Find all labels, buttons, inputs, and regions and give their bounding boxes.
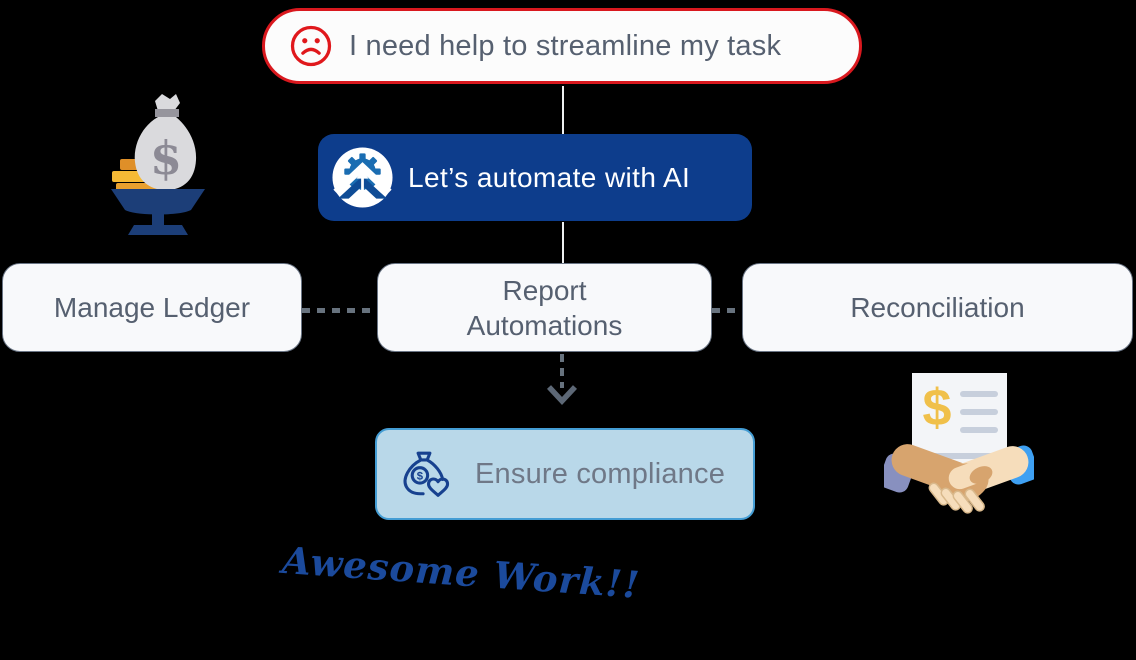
node-report-automations: Report Automations xyxy=(377,263,712,352)
user-request-bubble: I need help to streamline my task xyxy=(262,8,862,84)
compliance-label: Ensure compliance xyxy=(475,457,726,490)
node-report-automations-label: Report Automations xyxy=(466,274,623,341)
connector-button-to-report xyxy=(562,222,564,263)
svg-text:$: $ xyxy=(417,470,424,482)
svg-text:$: $ xyxy=(923,379,952,437)
node-manage-ledger-label: Manage Ledger xyxy=(53,292,251,323)
arrow-down-icon xyxy=(546,385,578,406)
handwritten-note: Awesome Work!! xyxy=(280,538,642,607)
user-request-text: I need help to streamline my task xyxy=(349,29,782,62)
handshake-document-icon: $ xyxy=(884,373,1034,514)
node-reconciliation: Reconciliation xyxy=(742,263,1133,352)
money-scale-icon: $ xyxy=(111,94,205,235)
svg-text:$: $ xyxy=(150,131,182,185)
automation-gear-icon xyxy=(332,147,393,208)
automate-with-ai-banner: Let’s automate with AI xyxy=(318,134,752,221)
automate-label: Let’s automate with AI xyxy=(408,161,691,193)
node-manage-ledger: Manage Ledger xyxy=(2,263,302,352)
connector-ledger-to-report xyxy=(302,308,377,313)
connector-bubble-to-button xyxy=(562,86,564,135)
money-bag-heart-icon: $ xyxy=(403,451,450,497)
connector-report-to-compliance xyxy=(560,354,564,388)
compliance-box: $ Ensure compliance xyxy=(375,428,755,520)
node-reconciliation-label: Reconciliation xyxy=(850,292,1025,323)
connector-report-to-reconciliation xyxy=(712,308,742,313)
sad-face-icon xyxy=(290,25,332,67)
